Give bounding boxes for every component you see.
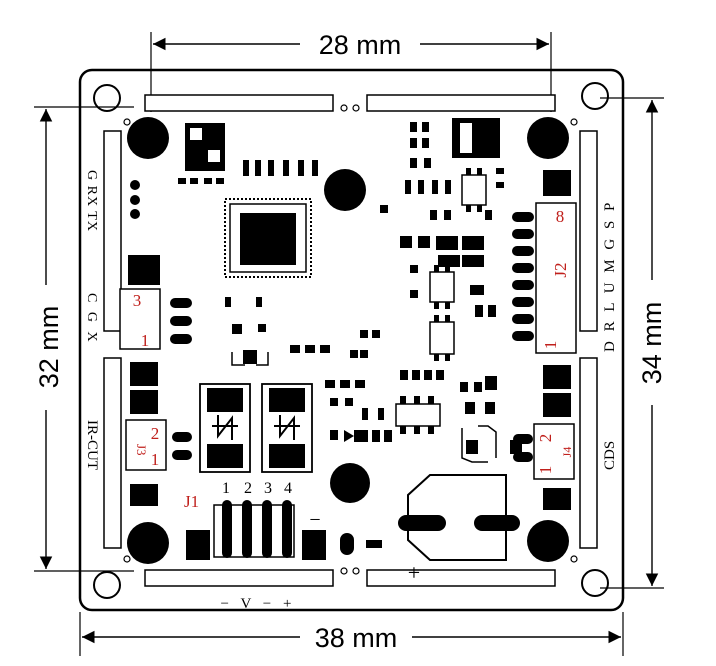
relay-right	[261, 383, 313, 473]
mid-right-parts	[325, 370, 522, 454]
j1-pin-2: 2	[244, 480, 252, 497]
left-conn-pin-bottom: 1	[141, 331, 150, 350]
label-uart-top: G RX TX	[84, 170, 99, 232]
label-ircut: IR-CUT	[84, 420, 100, 470]
dim-bottom: 38 mm	[79, 612, 624, 656]
large-pads	[127, 117, 569, 564]
dim-left-label: 32 mm	[34, 306, 64, 389]
j1-pin-3: 3	[264, 480, 272, 497]
edge-slots	[103, 94, 598, 587]
dim-right-label: 34 mm	[637, 302, 667, 385]
left-conn-pin-top: 3	[133, 291, 142, 310]
relay-left	[199, 383, 251, 473]
j3-pin-bottom: 1	[151, 450, 160, 469]
ircut-connector: 2 1 J3	[125, 362, 192, 506]
sot-chips	[395, 174, 487, 427]
slot-vias	[123, 104, 578, 575]
square-component	[178, 123, 225, 184]
dim-bottom-label: 38 mm	[315, 623, 398, 653]
dim-left: 32 mm	[34, 106, 134, 572]
j2-label: J2	[551, 262, 570, 277]
j2-pin-top: 8	[556, 207, 565, 226]
j1-pin-1: 1	[222, 480, 230, 497]
left-dots	[130, 180, 140, 219]
electrolytic-cap: +	[398, 474, 520, 585]
j1-label: J1	[184, 492, 199, 511]
smd-pads-ic	[225, 160, 380, 364]
j2-pads	[512, 212, 534, 341]
j1-pin-4: 4	[284, 480, 292, 497]
dim-top: 28 mm	[150, 30, 552, 112]
label-j2-pins: D R L U M G S P	[602, 200, 618, 352]
dim-right: 34 mm	[600, 97, 667, 589]
sot-chip-pins	[400, 168, 482, 434]
j2-pad-top	[543, 170, 571, 196]
j1-connector: J1 1 2 3 4 −	[184, 480, 326, 560]
top-right-parts	[380, 118, 504, 317]
left-connector: 3 1	[119, 255, 192, 350]
j2-pin-bottom: 1	[541, 341, 560, 350]
j4-connector: 1 2 J4	[513, 365, 575, 510]
j4-pin-left: 1	[536, 466, 555, 475]
j4-label: J4	[560, 447, 574, 458]
mounting-holes	[93, 82, 609, 599]
j4-pin-right: 2	[536, 434, 555, 443]
dim-top-label: 28 mm	[319, 30, 402, 60]
small-cap	[340, 533, 382, 555]
j3-pin-top: 2	[151, 424, 160, 443]
j2-connector: 8 J2 1	[535, 202, 577, 354]
j3-label: J3	[134, 444, 149, 456]
ic-outline-small	[231, 352, 269, 366]
mid-right-outline	[461, 425, 497, 463]
minus-mark: −	[309, 509, 320, 531]
label-uart-bottom: C G X	[84, 293, 99, 345]
cap-plus: +	[408, 560, 420, 585]
label-cds: CDS	[602, 441, 618, 470]
label-power: − V − +	[221, 596, 296, 612]
main-ic	[224, 198, 312, 278]
